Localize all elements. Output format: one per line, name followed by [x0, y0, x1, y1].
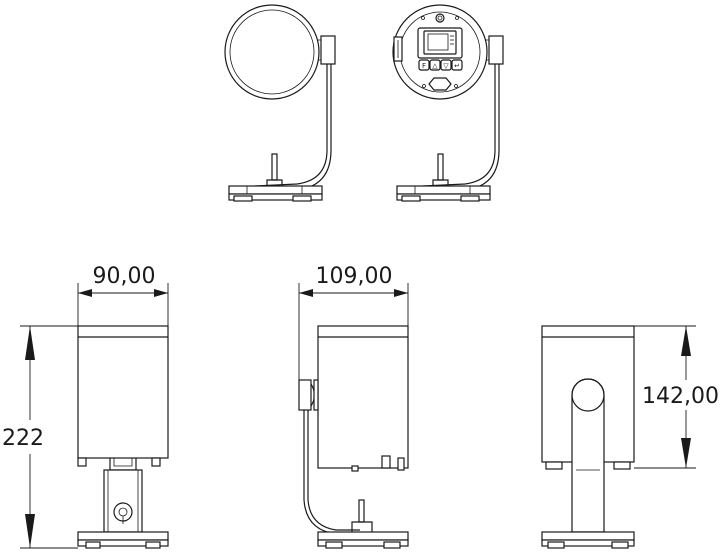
- button-enter[interactable]: [451, 59, 463, 71]
- controller-outer-circle: [392, 4, 488, 100]
- display-screen: [423, 30, 457, 55]
- mounting-arm: [254, 64, 328, 187]
- side-bracket-clamp: [298, 379, 312, 411]
- dimension-height-total: 222: [2, 426, 44, 451]
- view-bottom-right: 142,00: [541, 325, 726, 549]
- back-boss-circle: [571, 378, 605, 412]
- button-enter-label: ↵: [454, 62, 460, 70]
- dimension-width-front: 90,00: [93, 264, 156, 289]
- dimension-width-side: 109,00: [316, 264, 393, 289]
- probe-post: [271, 153, 278, 181]
- button-down-label: ▽: [443, 62, 449, 70]
- top-screw-icon: [435, 13, 445, 23]
- button-down[interactable]: [440, 59, 452, 71]
- housing-inner-circle: [229, 9, 315, 95]
- button-f-label: F: [422, 62, 426, 70]
- view-bottom-left: 90,00 222: [0, 264, 169, 549]
- display-buttons: F △ ▽ ↵: [418, 59, 463, 71]
- button-up-label: △: [432, 62, 438, 70]
- view-top-left: [224, 4, 336, 202]
- button-up[interactable]: [429, 59, 441, 71]
- base-plate: [228, 185, 323, 195]
- dimension-height-back: 142,00: [642, 384, 719, 409]
- side-housing-body: [317, 325, 409, 469]
- bracket-clamp: [320, 35, 336, 65]
- housing-outer-circle: [224, 4, 320, 100]
- back-arm: [571, 378, 605, 533]
- hex-nut-icon: [428, 77, 452, 91]
- housing-body: [77, 325, 169, 459]
- view-top-right: F △ ▽ ↵: [392, 4, 504, 202]
- view-bottom-middle: 109,00: [298, 264, 409, 549]
- button-f[interactable]: [418, 59, 430, 71]
